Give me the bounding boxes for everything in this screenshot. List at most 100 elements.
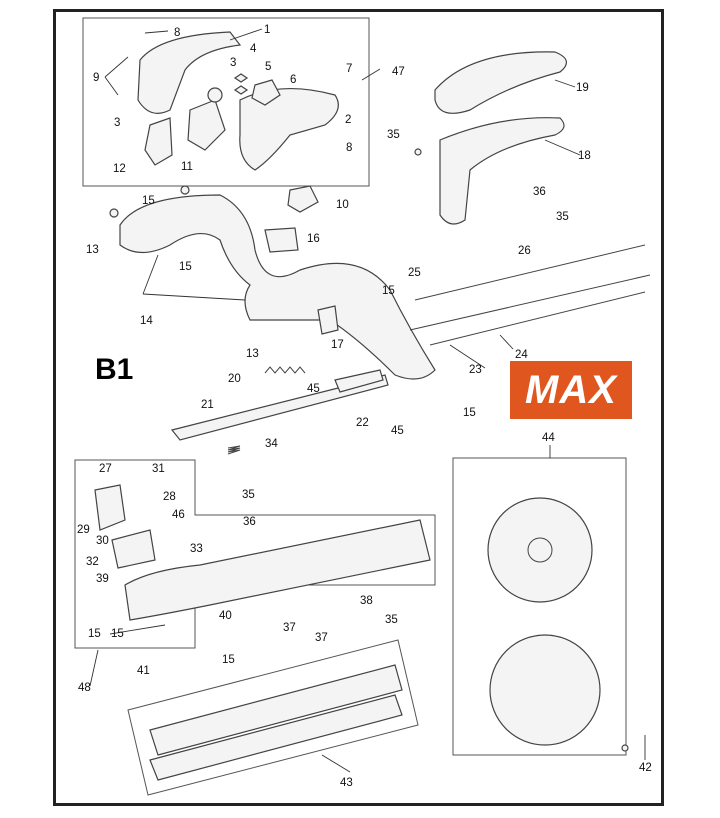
side-plate-part — [137, 31, 242, 114]
part-label: 42 — [639, 762, 652, 774]
part-label: 3 — [114, 117, 120, 129]
screw-part-42 — [621, 744, 629, 752]
part-label: 35 — [387, 129, 400, 141]
part-label: 45 — [391, 425, 404, 437]
part-label: 29 — [77, 524, 90, 536]
frame-bracket-part-10 — [287, 185, 319, 213]
part-label: 35 — [385, 614, 398, 626]
part-label: 36 — [243, 516, 256, 528]
handle-bar-part-18 — [439, 117, 565, 225]
part-label: 15 — [222, 654, 235, 666]
part-label: 32 — [86, 556, 99, 568]
part-label: 3 — [230, 57, 236, 69]
slider-part-21 — [170, 374, 389, 441]
reel-cover-part-44 — [489, 634, 601, 746]
part-label: 8 — [346, 142, 352, 154]
lever-part-22 — [334, 369, 384, 393]
part-label: 38 — [360, 595, 373, 607]
spring-part-4 — [233, 73, 249, 95]
part-label: 18 — [578, 150, 591, 162]
part-label: 19 — [576, 82, 589, 94]
part-label: 27 — [99, 463, 112, 475]
channel-part-40 — [124, 519, 431, 621]
rod-part-25 — [409, 274, 651, 331]
latch-plate-part — [239, 88, 339, 171]
part-label: 26 — [518, 245, 531, 257]
part-label: 15 — [88, 628, 101, 640]
part-label: 10 — [336, 199, 349, 211]
part-label: 7 — [346, 63, 352, 75]
group-box-47 — [82, 17, 370, 187]
part-label: 1 — [264, 24, 270, 36]
small-latch-part — [144, 117, 173, 166]
part-label: 37 — [315, 632, 328, 644]
spring-part-20 — [264, 366, 306, 374]
part-label: 40 — [219, 610, 232, 622]
part-label: 34 — [265, 438, 278, 450]
part-label: 14 — [140, 315, 153, 327]
part-number-labels: 1 2 3 3 4 5 6 7 8 8 9 10 11 12 13 13 14 … — [77, 24, 652, 789]
group-box-48 — [74, 459, 436, 649]
screw-part-35 — [414, 148, 422, 156]
part-label: 30 — [96, 535, 109, 547]
part-label: 9 — [93, 72, 99, 84]
part-label: 17 — [331, 339, 344, 351]
group-box-43 — [127, 639, 419, 796]
screw-part-13 — [109, 208, 119, 218]
part-label: 6 — [290, 74, 296, 86]
part-label: 41 — [137, 665, 150, 677]
part-label: 39 — [96, 573, 109, 585]
part-label: 15 — [382, 285, 395, 297]
frame-bracket-part-17 — [317, 305, 339, 335]
spring-part-34 — [227, 445, 241, 455]
reel-part-44 — [487, 497, 593, 603]
part-label: 44 — [542, 432, 555, 444]
base-part-43b — [149, 694, 403, 781]
part-label: 47 — [392, 66, 405, 78]
part-label: 48 — [78, 682, 91, 694]
hook-part-6 — [251, 79, 281, 106]
part-label: 24 — [515, 349, 528, 361]
rod-part-26 — [414, 244, 646, 301]
part-label: 15 — [111, 628, 124, 640]
leader-lines — [89, 28, 646, 773]
part-label: 4 — [250, 43, 257, 55]
part-label: 33 — [190, 543, 203, 555]
screw-part-15 — [180, 185, 190, 195]
part-label: 25 — [408, 267, 421, 279]
part-label: 37 — [283, 622, 296, 634]
latch-part-32 — [111, 529, 156, 569]
rod-part-24 — [429, 291, 646, 346]
group-box-44 — [452, 457, 627, 756]
part-label: 16 — [307, 233, 320, 245]
lever-part — [187, 99, 226, 151]
part-label: 21 — [201, 399, 214, 411]
part-label: 15 — [142, 195, 155, 207]
part-label: 43 — [340, 777, 353, 789]
part-label: 20 — [228, 373, 241, 385]
part-label: 2 — [345, 114, 351, 126]
part-label: 13 — [86, 244, 99, 256]
part-label: 22 — [356, 417, 369, 429]
part-label: 15 — [179, 261, 192, 273]
part-label: 45 — [307, 383, 320, 395]
part-label: 12 — [113, 163, 126, 175]
part-label: 28 — [163, 491, 176, 503]
part-label: 36 — [533, 186, 546, 198]
reel-hub — [527, 537, 553, 563]
part-label: 15 — [463, 407, 476, 419]
max-brand-logo: MAX — [510, 361, 632, 419]
frame-bracket-part-16 — [264, 227, 299, 253]
part-label: 11 — [181, 161, 193, 173]
part-label: 5 — [265, 61, 271, 73]
part-label: 13 — [246, 348, 259, 360]
part-label: 46 — [172, 509, 185, 521]
section-label: B1 — [95, 353, 134, 386]
part-label: 31 — [152, 463, 165, 475]
logo-text: MAX — [525, 367, 617, 412]
gear-part-3 — [207, 87, 223, 103]
base-part-43 — [149, 664, 403, 756]
part-label: 8 — [174, 27, 180, 39]
main-frame-part-14 — [119, 194, 436, 380]
